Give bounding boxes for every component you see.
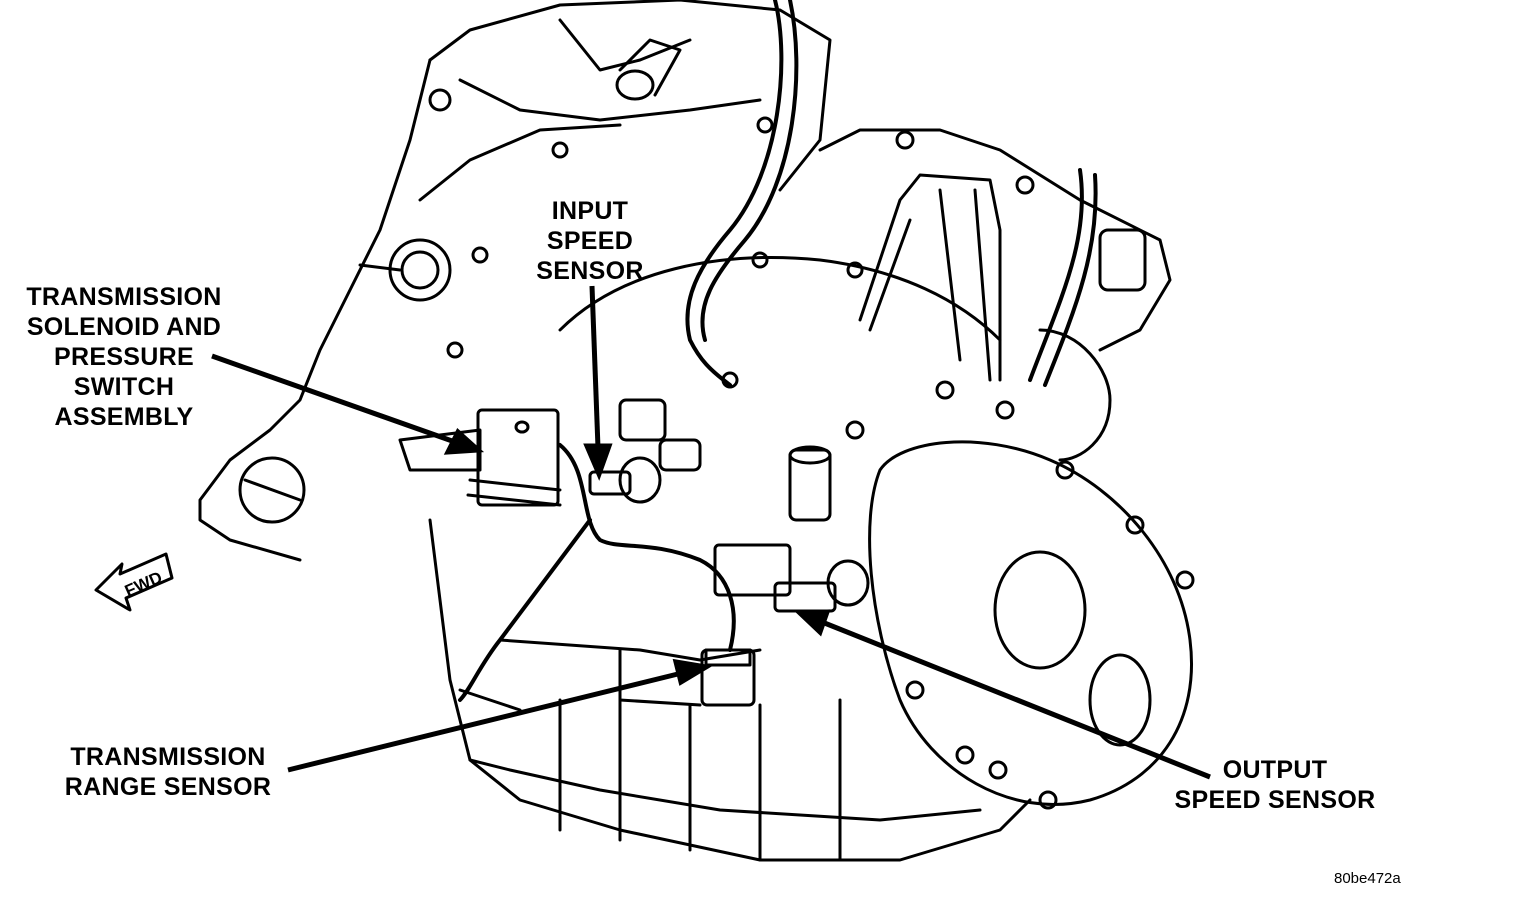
label-line: SENSOR [536,257,644,285]
arrow-input-speed-sensor [583,285,613,481]
arrow-output-speed-sensor [793,609,1211,780]
arrow-solenoid-assembly [211,353,485,455]
differential-cover [868,328,1193,806]
label-line: OUTPUT [1222,756,1328,784]
transaxle-case [428,128,1195,862]
input-speed-sensor-part [588,456,662,504]
label-output-speed-sensor: OUTPUT SPEED SENSOR [1160,755,1390,815]
label-line: TRANSMISSION [26,283,222,311]
solenoid-assembly-part [398,408,562,507]
arrow-range-sensor [287,658,714,773]
label-line: PRESSURE [54,343,194,371]
range-sensor-part [700,648,756,707]
figure-id: 80be472a [1334,870,1401,887]
label-line: SWITCH [73,373,175,401]
output-speed-sensor-part [713,543,870,613]
label-range-sensor: TRANSMISSION RANGE SENSOR [48,742,288,802]
engine-block [198,0,832,562]
label-line: RANGE SENSOR [64,773,272,801]
label-solenoid-assembly: TRANSMISSION SOLENOID AND PRESSURE SWITC… [0,282,248,432]
label-line: INPUT [551,197,629,225]
label-line: ASSEMBLY [54,403,194,431]
label-line: SPEED SENSOR [1174,786,1376,814]
leader-lines [211,285,1211,780]
label-input-speed-sensor: INPUT SPEED SENSOR [515,196,665,286]
fwd-label: FWD [122,568,165,601]
label-line: TRANSMISSION [70,743,266,771]
label-line: SPEED [546,227,634,255]
fwd-arrow: FWD [94,552,174,612]
label-line: SOLENOID AND [26,313,222,341]
